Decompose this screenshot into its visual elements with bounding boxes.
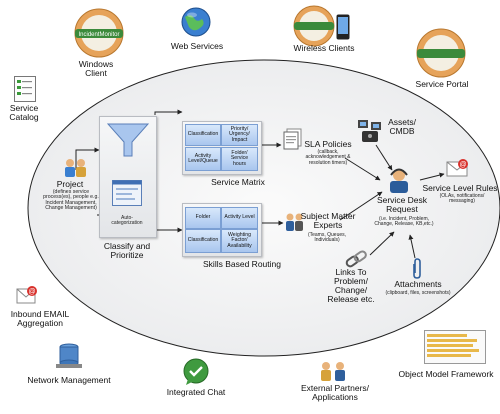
incidentmonitor-logo-windows: IncidentMonitor — [72, 6, 126, 60]
object-model-doc-icon — [424, 330, 486, 364]
attachments-title: Attachments — [394, 279, 442, 289]
arrow-assets-to-desk — [375, 144, 393, 171]
sme-title: Subject Matter Experts — [300, 211, 356, 230]
links-to-label: Links To Problem/ Change/ Release etc. — [327, 267, 375, 304]
external-partners-icon — [318, 360, 348, 382]
routing-cell-folder: Folder — [185, 207, 221, 229]
service-desk-description: (i.e. Incident, Problem, Change, Release… — [374, 216, 434, 228]
matrix-cell-activity: Activity Level/Queue — [185, 147, 221, 171]
service-level-rules-description: (OLAs, notifications/ messaging) — [439, 193, 485, 205]
arrow-links-to-desk — [369, 231, 395, 256]
service-level-rules-title: Service Level Rules — [422, 183, 498, 193]
svg-text:@: @ — [28, 289, 35, 296]
wireless-clients-label: Wireless Clients — [293, 43, 355, 53]
people-icon — [62, 158, 90, 178]
classify-prioritize-label: Classify and Prioritize — [103, 241, 151, 260]
smartphone-icon — [336, 14, 350, 40]
arrow-attachments-to-desk — [408, 234, 416, 259]
helpdesk-headset-icon — [384, 166, 414, 194]
funnel-icon — [106, 122, 150, 158]
inbound-email-label: Inbound EMAIL Aggregation — [10, 309, 70, 328]
svg-text:IncidentMonitor: IncidentMonitor — [78, 32, 119, 38]
skills-routing-label: Skills Based Routing — [203, 259, 281, 269]
matrix-cell-classification: Classification — [185, 124, 221, 146]
arrow-desk-to-rules — [419, 172, 445, 181]
external-partners-label: External Partners/ Applications — [300, 383, 370, 402]
project-title: Project — [56, 179, 84, 189]
service-catalog-label: Service Catalog — [9, 103, 39, 122]
globe-icon — [180, 6, 212, 38]
arrow-classify-to-service-matrix — [154, 109, 183, 115]
sla-policies-description: (callback, acknowledgement & resolution … — [305, 149, 351, 166]
integrated-chat-label: Integrated Chat — [166, 387, 226, 397]
project-description: (defines service process(es), people e.g… — [43, 189, 99, 212]
arrow-sme-to-desk — [339, 191, 383, 221]
matrix-cell-folder: Folder/ Service hours — [221, 147, 258, 171]
sla-policies-title: SLA Policies — [304, 139, 352, 149]
email-alert-icon: @ — [446, 158, 470, 180]
chain-link-icon — [344, 248, 368, 270]
assets-cmdb-label: Assets/ CMDB — [388, 117, 416, 136]
routing-cell-activity: Activity Level — [221, 207, 258, 229]
experts-icon — [283, 212, 307, 232]
service-desk-title: Service Desk Request — [376, 195, 428, 214]
service-portal-label: Service Portal — [415, 79, 469, 89]
web-services-label: Web Services — [170, 41, 224, 51]
inbound-email-icon: @ — [16, 284, 38, 306]
object-model-label: Object Model Framework — [398, 369, 494, 379]
autocat-screen-icon — [112, 180, 142, 206]
arrow-sla-to-desk — [344, 157, 381, 181]
catalog-document-icon — [14, 76, 36, 102]
assets-cluster-icon — [356, 118, 384, 144]
windows-client-label: Windows Client — [78, 59, 114, 78]
network-management-label: Network Management — [27, 375, 111, 385]
chat-bubble-icon — [182, 358, 210, 386]
incidentmonitor-logo-portal — [414, 26, 468, 80]
routing-cell-classification: Classification — [185, 229, 221, 253]
svg-text:@: @ — [459, 162, 466, 169]
attachments-description: (clipboard, files, screenshots) — [385, 290, 451, 296]
network-server-icon — [56, 342, 82, 370]
policy-documents-icon — [282, 128, 304, 150]
service-matrix-label: Service Matrix — [211, 177, 265, 187]
arrow-project-to-classify — [75, 147, 100, 170]
auto-categorization-label: Auto- categorization — [111, 215, 143, 227]
incidentmonitor-logo-wireless — [292, 4, 336, 48]
sme-description: (Teams, Queues, Individuals) — [307, 232, 347, 244]
paperclip-icon — [410, 258, 424, 280]
matrix-cell-priority: Priority/ Urgency/ Impact — [221, 124, 258, 146]
routing-cell-weighting: Weighting Factor/ Availability — [221, 229, 258, 253]
